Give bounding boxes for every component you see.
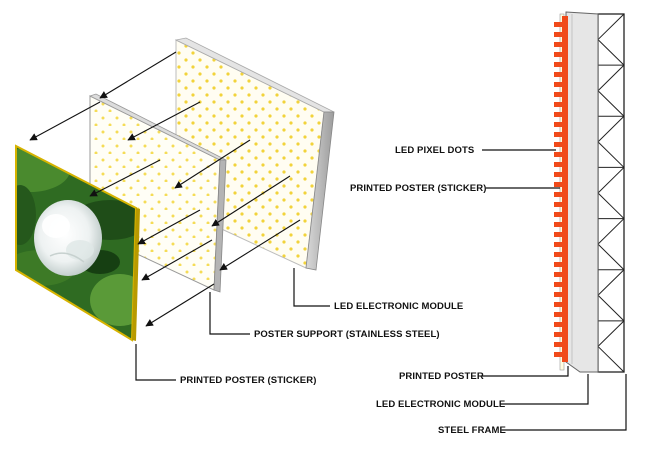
steel-frame xyxy=(597,13,625,373)
label-led-pixel-dots: LED PIXEL DOTS xyxy=(395,145,474,156)
label-led-electronic-module-right: LED ELECTRONIC MODULE xyxy=(376,399,505,410)
exploded-view-arrows xyxy=(29,51,301,327)
led-module-section xyxy=(565,11,599,373)
leader-led-module-left xyxy=(293,268,330,307)
label-steel-frame: STEEL FRAME xyxy=(438,425,506,436)
white-flower-photo xyxy=(16,148,136,326)
label-poster-support: POSTER SUPPORT (STAINLESS STEEL) xyxy=(254,329,440,340)
leader-printed-poster-left xyxy=(135,344,176,381)
label-printed-poster-sticker-right: PRINTED POSTER (STICKER) xyxy=(350,183,486,194)
led-pixel-dots-strip xyxy=(554,16,568,362)
label-led-electronic-module-left: LED ELECTRONIC MODULE xyxy=(334,301,463,312)
label-printed-poster-left: PRINTED POSTER (STICKER) xyxy=(180,375,316,386)
leader-steel-frame xyxy=(502,374,627,431)
printed-poster-panel xyxy=(15,144,140,342)
exploded-view: LED ELECTRONIC MODULE POSTER SUPPORT (ST… xyxy=(15,37,463,386)
leader-poster-support xyxy=(209,292,250,335)
cross-section-view: LED PIXEL DOTS PRINTED POSTER (STICKER) … xyxy=(350,11,627,436)
label-printed-poster-right: PRINTED POSTER xyxy=(399,371,484,382)
leader-led-module-right xyxy=(500,374,589,405)
leader-printed-poster-right xyxy=(482,366,569,377)
